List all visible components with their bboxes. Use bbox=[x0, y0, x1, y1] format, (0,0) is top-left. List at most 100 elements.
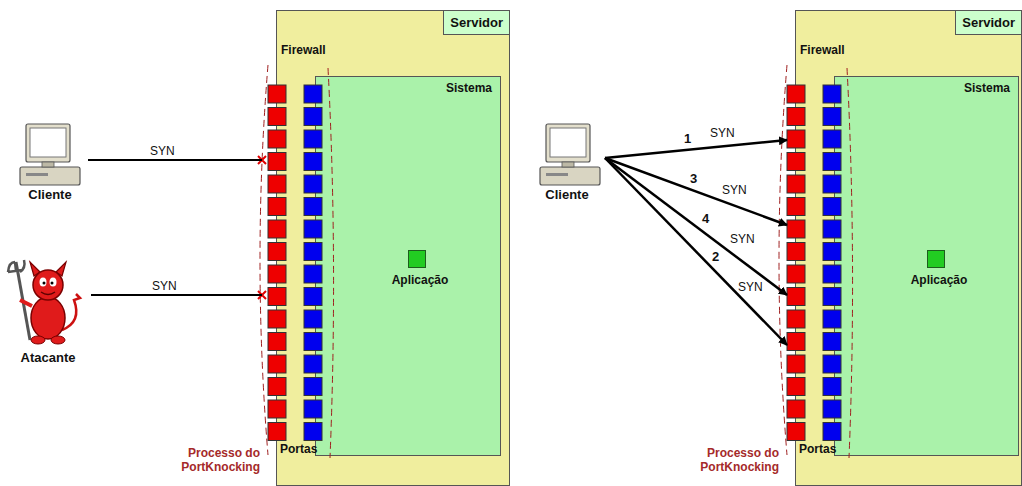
trident-head bbox=[8, 260, 25, 272]
firewall-port bbox=[787, 423, 805, 441]
ports-label: Portas bbox=[280, 442, 317, 456]
firewall-port bbox=[268, 198, 286, 216]
system-port bbox=[304, 108, 322, 126]
attacker-devil bbox=[8, 260, 80, 344]
firewall-port bbox=[268, 220, 286, 238]
firewall-port bbox=[268, 265, 286, 283]
devil-arm bbox=[20, 300, 32, 306]
application-node: Aplicação bbox=[372, 248, 468, 292]
system-port bbox=[823, 108, 841, 126]
firewall-label: Firewall bbox=[281, 43, 326, 58]
firewall-port bbox=[268, 153, 286, 171]
system-port bbox=[304, 355, 322, 373]
knocking-boundary bbox=[328, 68, 334, 458]
firewall-port bbox=[787, 310, 805, 328]
devil-pupil bbox=[43, 282, 46, 285]
system-port bbox=[823, 423, 841, 441]
port-columns bbox=[268, 85, 841, 441]
firewall-port bbox=[787, 130, 805, 148]
knocking-boundary bbox=[779, 65, 787, 455]
system-port bbox=[823, 85, 841, 103]
ports-label: Portas bbox=[799, 442, 836, 456]
node-label: Atacante bbox=[5, 350, 91, 365]
syn-connector bbox=[605, 158, 787, 295]
callout-number: 2 bbox=[712, 250, 719, 264]
system-port bbox=[823, 333, 841, 351]
system-port bbox=[304, 265, 322, 283]
callout-number: 4 bbox=[702, 212, 709, 226]
process-label: Processo do PortKnocking bbox=[176, 446, 260, 474]
node-label: Sistema bbox=[964, 81, 1010, 96]
system-port bbox=[823, 288, 841, 306]
firewall-port bbox=[268, 108, 286, 126]
edge-label: SYN bbox=[150, 144, 175, 158]
system-port bbox=[304, 288, 322, 306]
system-port bbox=[304, 310, 322, 328]
firewall-port bbox=[787, 400, 805, 418]
edge-label: SYN bbox=[152, 279, 177, 293]
devil-foot bbox=[31, 336, 45, 344]
system-port bbox=[823, 400, 841, 418]
firewall-port bbox=[268, 243, 286, 261]
system-port bbox=[304, 130, 322, 148]
application-node: Aplicação bbox=[891, 248, 987, 292]
edge-label: SYN bbox=[710, 126, 735, 140]
devil-pupil bbox=[51, 282, 54, 285]
firewall-port bbox=[787, 220, 805, 238]
syn-connector bbox=[605, 140, 787, 158]
edge-label: SYN bbox=[722, 183, 747, 197]
syn-connector bbox=[88, 159, 262, 161]
system-port bbox=[304, 378, 322, 396]
firewall-port bbox=[268, 423, 286, 441]
firewall-port bbox=[268, 85, 286, 103]
node-label: Cliente bbox=[12, 187, 88, 202]
knocking-boundary bbox=[847, 68, 853, 458]
system-box: SistemaAplicação bbox=[315, 76, 501, 456]
firewall-label: Firewall bbox=[800, 43, 845, 58]
firewall-port bbox=[268, 310, 286, 328]
system-port bbox=[304, 423, 322, 441]
devil-eye bbox=[40, 278, 47, 287]
devil-head bbox=[33, 270, 63, 300]
system-port bbox=[304, 153, 322, 171]
system-port bbox=[304, 333, 322, 351]
firewall-port bbox=[787, 198, 805, 216]
firewall-port bbox=[787, 153, 805, 171]
edge-label: SYN bbox=[738, 280, 763, 294]
firewall-port bbox=[268, 288, 286, 306]
firewall-port bbox=[787, 355, 805, 373]
callout-number: 1 bbox=[684, 132, 691, 146]
firewall-port bbox=[787, 378, 805, 396]
system-port bbox=[823, 243, 841, 261]
firewall-port bbox=[268, 175, 286, 193]
system-port bbox=[823, 198, 841, 216]
firewall-port bbox=[787, 85, 805, 103]
firewall-port bbox=[787, 288, 805, 306]
callout-number: 3 bbox=[690, 172, 697, 186]
node-label: Aplicação bbox=[891, 273, 987, 288]
system-port bbox=[304, 85, 322, 103]
node-label: Aplicação bbox=[372, 273, 468, 288]
firewall-port bbox=[787, 265, 805, 283]
system-port bbox=[823, 355, 841, 373]
node-label: Sistema bbox=[446, 81, 492, 96]
firewall-port bbox=[268, 130, 286, 148]
syn-connector bbox=[605, 158, 787, 225]
client-computer bbox=[540, 124, 600, 185]
firewall-port bbox=[787, 333, 805, 351]
server-title: Servidor bbox=[443, 11, 509, 35]
firewall-port bbox=[787, 175, 805, 193]
system-port bbox=[823, 153, 841, 171]
system-port bbox=[304, 243, 322, 261]
application-square bbox=[408, 250, 426, 268]
knocking-boundary bbox=[260, 65, 268, 455]
edge-label: SYN bbox=[730, 232, 755, 246]
firewall-port bbox=[268, 333, 286, 351]
system-port bbox=[823, 220, 841, 238]
devil-foot bbox=[51, 336, 65, 344]
client-computer bbox=[20, 124, 80, 185]
